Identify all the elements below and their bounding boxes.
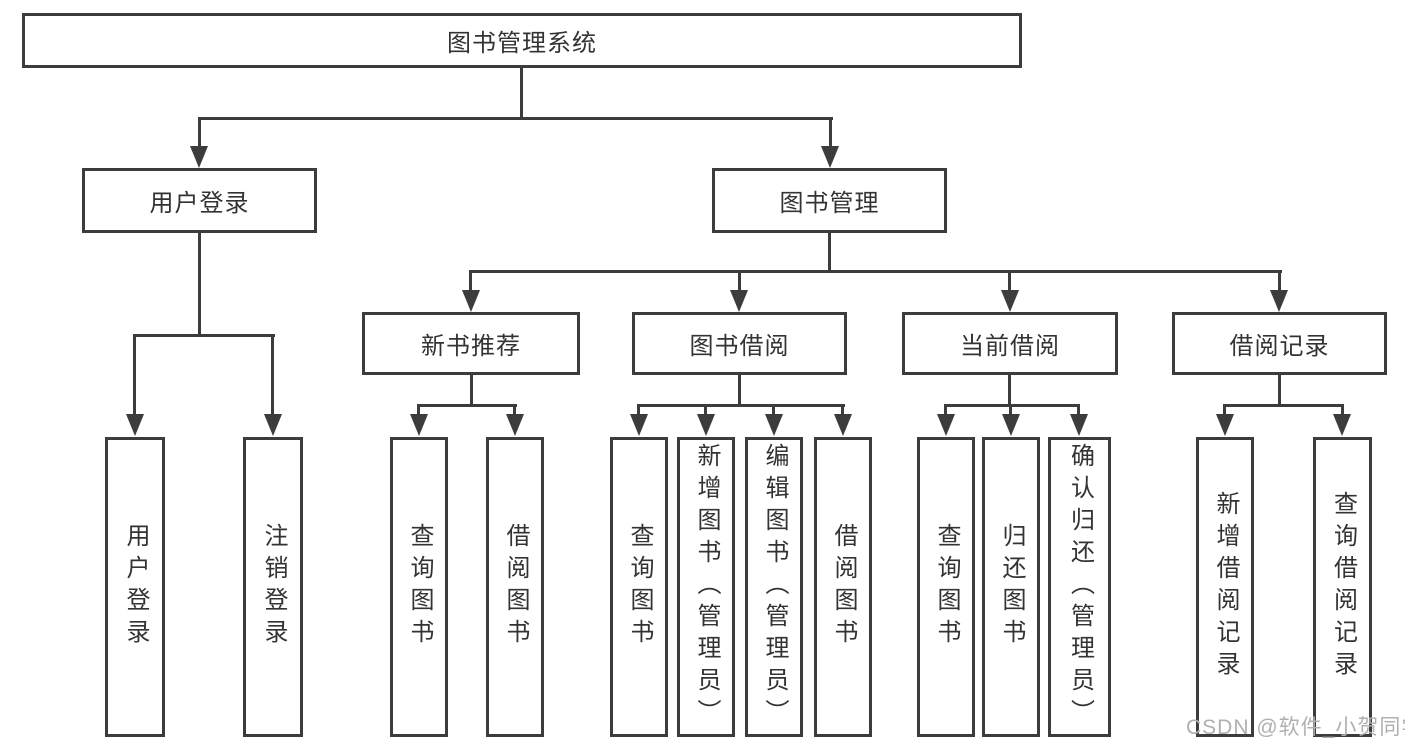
node-book-management: 图书管理: [712, 168, 947, 233]
node-leaf-query-books-borrowing: 查询图书: [610, 437, 668, 737]
node-borrowing-records-label: 借阅记录: [1229, 333, 1330, 360]
node-leaf-add-books-admin-label: 新增图书（管理员）: [693, 443, 720, 731]
connector-line: [637, 404, 845, 407]
connector-line: [738, 375, 741, 406]
connector-line: [738, 270, 741, 292]
connector-line: [1223, 404, 1226, 416]
node-leaf-borrow-books-borrowing: 借阅图书: [814, 437, 872, 737]
node-leaf-edit-books-admin-label: 编辑图书（管理员）: [761, 443, 788, 731]
node-leaf-add-borrow-record: 新增借阅记录: [1196, 437, 1254, 737]
connector-line: [1341, 404, 1344, 416]
arrow-down-icon: [821, 146, 839, 168]
connector-line: [772, 404, 775, 416]
connector-line: [1223, 404, 1344, 407]
arrow-down-icon: [506, 414, 524, 436]
node-leaf-query-borrow-record: 查询借阅记录: [1313, 437, 1372, 737]
connector-line: [1077, 404, 1080, 416]
connector-line: [271, 334, 274, 414]
node-leaf-query-borrow-record-label: 查询借阅记录: [1329, 491, 1357, 683]
node-leaf-logout-label: 注销登录: [260, 523, 287, 651]
arrow-down-icon: [730, 290, 748, 312]
node-leaf-user-login-label: 用户登录: [122, 523, 149, 651]
node-user-login-group-label: 用户登录: [149, 190, 250, 217]
node-leaf-add-borrow-record-label: 新增借阅记录: [1212, 491, 1239, 683]
connector-line: [470, 375, 473, 406]
arrow-down-icon: [697, 414, 715, 436]
arrow-down-icon: [1216, 414, 1234, 436]
node-leaf-query-books-recommend: 查询图书: [390, 437, 448, 737]
node-book-management-label: 图书管理: [779, 190, 880, 217]
connector-line: [841, 404, 844, 416]
node-current-borrowing: 当前借阅: [902, 312, 1118, 375]
connector-line: [469, 270, 1282, 273]
connector-line: [198, 233, 201, 336]
node-library-management-system: 图书管理系统: [22, 13, 1022, 68]
arrow-down-icon: [462, 290, 480, 312]
node-leaf-edit-books-admin: 编辑图书（管理员）: [745, 437, 803, 737]
node-leaf-add-books-admin: 新增图书（管理员）: [677, 437, 735, 737]
connector-line: [198, 117, 201, 149]
node-leaf-logout: 注销登录: [243, 437, 303, 737]
node-leaf-return-books-label: 归还图书: [998, 523, 1025, 651]
connector-line: [944, 404, 1080, 407]
arrow-down-icon: [630, 414, 648, 436]
arrow-down-icon: [1002, 414, 1020, 436]
arrow-down-icon: [834, 414, 852, 436]
node-leaf-query-books-borrowing-label: 查询图书: [626, 523, 653, 651]
connector-line: [828, 233, 831, 273]
connector-line: [829, 117, 832, 149]
node-borrowing-records: 借阅记录: [1172, 312, 1387, 375]
connector-line: [469, 270, 472, 292]
node-new-book-recommend-label: 新书推荐: [421, 333, 521, 360]
arrow-down-icon: [1070, 414, 1088, 436]
connector-line: [1278, 270, 1281, 292]
node-leaf-borrow-books-recommend-label: 借阅图书: [502, 523, 529, 651]
node-leaf-return-books: 归还图书: [982, 437, 1040, 737]
connector-line: [1278, 375, 1281, 406]
node-book-borrowing-label: 图书借阅: [689, 333, 790, 360]
connector-line: [1008, 375, 1011, 406]
connector-line: [417, 404, 420, 416]
connector-line: [637, 404, 640, 416]
arrow-down-icon: [1001, 290, 1019, 312]
node-leaf-confirm-return-admin: 确认归还（管理员）: [1048, 437, 1111, 737]
arrow-down-icon: [1270, 290, 1288, 312]
node-user-login-group: 用户登录: [82, 168, 317, 233]
node-leaf-borrow-books-recommend: 借阅图书: [486, 437, 544, 737]
node-leaf-user-login: 用户登录: [105, 437, 165, 737]
arrow-down-icon: [126, 414, 144, 436]
connector-line: [133, 334, 136, 414]
connector-line: [1009, 404, 1012, 416]
watermark: CSDN @软件_小贺同学: [1186, 716, 1405, 739]
arrow-down-icon: [410, 414, 428, 436]
connector-line: [944, 404, 947, 416]
node-new-book-recommend: 新书推荐: [362, 312, 580, 375]
connector-line: [198, 117, 833, 120]
arrow-down-icon: [190, 146, 208, 168]
arrow-down-icon: [937, 414, 955, 436]
node-book-borrowing: 图书借阅: [632, 312, 847, 375]
arrow-down-icon: [1333, 414, 1351, 436]
connector-line: [1008, 270, 1011, 292]
node-leaf-borrow-books-borrowing-label: 借阅图书: [830, 523, 857, 651]
node-library-management-system-label: 图书管理系统: [447, 30, 597, 57]
node-leaf-confirm-return-admin-label: 确认归还（管理员）: [1066, 443, 1094, 731]
node-leaf-query-books-current: 查询图书: [917, 437, 975, 737]
connector-line: [513, 404, 516, 416]
arrow-down-icon: [264, 414, 282, 436]
arrow-down-icon: [765, 414, 783, 436]
node-current-borrowing-label: 当前借阅: [960, 333, 1060, 360]
connector-line: [133, 334, 275, 337]
node-leaf-query-books-current-label: 查询图书: [933, 523, 960, 651]
node-leaf-query-books-recommend-label: 查询图书: [406, 523, 433, 651]
connector-line: [417, 404, 517, 407]
connector-line: [704, 404, 707, 416]
connector-line: [520, 68, 523, 119]
